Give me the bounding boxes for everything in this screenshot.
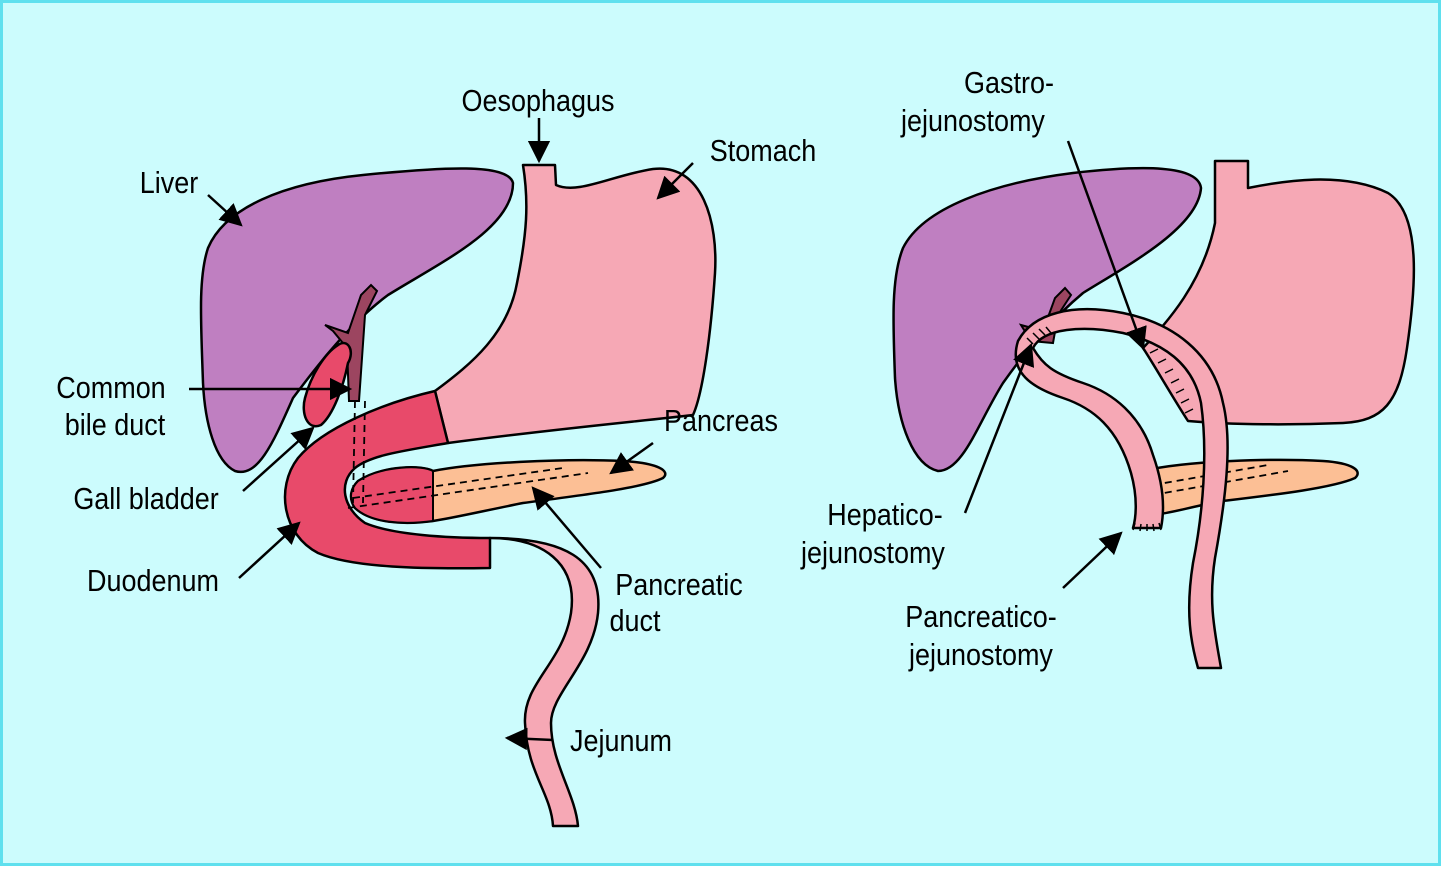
jejunum-shape: [490, 538, 598, 826]
gastrojejunostomy-label-line2: jejunostomy: [900, 104, 1045, 138]
duodenum-arrow: [239, 523, 299, 578]
gastrojejunostomy-label-line1: Gastro-: [964, 66, 1054, 100]
common-bile-duct-label-line2: bile duct: [65, 408, 165, 442]
common-bile-duct-label-line1: Common: [56, 371, 165, 405]
liver-arrow: [208, 195, 241, 225]
jejunum-label: Jejunum: [570, 724, 672, 758]
pancreatic-duct-label-line1: Pancreatic: [615, 568, 742, 602]
oesophagus-label: Oesophagus: [462, 84, 615, 118]
diagram-svg: Oesophagus Stomach Liver Common bile duc…: [3, 3, 1441, 869]
pancreaticojejunostomy-arrow: [1063, 533, 1121, 588]
hepaticojejunostomy-label-line2: jejunostomy: [800, 536, 945, 570]
gall-bladder-label: Gall bladder: [73, 482, 219, 516]
pancreaticojejunostomy-label-line2: jejunostomy: [908, 638, 1053, 672]
hepaticojejunostomy-label-line1: Hepatico-: [827, 498, 942, 532]
liver-label: Liver: [140, 166, 199, 200]
pancreaticojejunostomy-label-line1: Pancreatico-: [905, 600, 1056, 634]
stomach-label: Stomach: [710, 134, 816, 168]
pancreas-label: Pancreas: [664, 404, 778, 438]
duodenum-label: Duodenum: [87, 564, 219, 598]
normal-anatomy-diagram: Oesophagus Stomach Liver Common bile duc…: [56, 84, 816, 826]
pancreatic-duct-label-line2: duct: [610, 604, 661, 638]
whipple-reconstruction-diagram: Gastro- jejunostomy Hepatico- jejunostom…: [800, 66, 1414, 672]
